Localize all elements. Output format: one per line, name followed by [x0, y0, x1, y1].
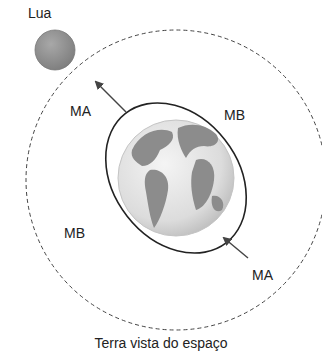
tide-label: MA [252, 268, 273, 282]
moon [35, 30, 75, 70]
earth [118, 120, 234, 236]
caption: Terra vista do espaço [94, 336, 227, 350]
moon-label: Lua [28, 6, 51, 20]
tide-arrow [224, 238, 248, 258]
tide-arrow [96, 82, 126, 112]
tidal-bulge [77, 75, 276, 281]
tide-label: MB [224, 108, 245, 122]
tide-label: MB [64, 226, 85, 240]
moon-orbit [26, 30, 322, 330]
tide-label: MA [70, 104, 91, 118]
continents [132, 125, 224, 228]
